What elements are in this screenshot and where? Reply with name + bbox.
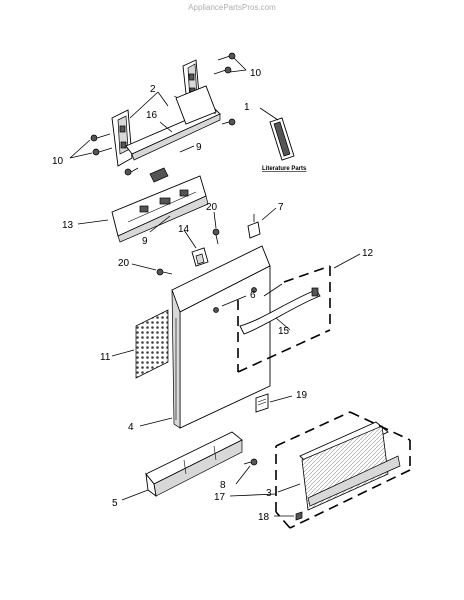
screw-10-left-a: [90, 133, 111, 142]
literature-parts-label: Literature Parts: [262, 166, 307, 172]
callout-8: 8: [220, 480, 226, 491]
screw-18: [295, 511, 303, 521]
kick-plate: [299, 421, 401, 511]
screw-8: [243, 458, 258, 466]
kick-plate-dashed-outline: [275, 411, 411, 529]
bottom-bracket: [145, 431, 243, 498]
callout-20-upper: 20: [206, 202, 218, 213]
callout-13: 13: [62, 220, 74, 231]
callout-1: 1: [244, 102, 250, 113]
callout-16: 16: [146, 110, 158, 121]
literature-booklet: [269, 117, 295, 161]
screw-9-rail-a: [221, 118, 236, 126]
door-panel: [171, 245, 271, 429]
callout-19: 19: [296, 390, 308, 401]
callout-7: 7: [278, 202, 284, 213]
insulation-pad: [135, 309, 169, 379]
door-handle: [239, 287, 321, 335]
callout-10-left: 10: [52, 156, 64, 167]
callout-11: 11: [100, 352, 111, 363]
screw-20-upper: [212, 228, 220, 245]
warning-label: [255, 393, 269, 413]
callout-2: 2: [150, 84, 156, 95]
screw-10-left-b: [92, 147, 113, 156]
watermark: AppliancePartsPros.com: [188, 3, 276, 12]
callout-10-top: 10: [250, 68, 262, 79]
screw-10-top-a: [217, 52, 236, 61]
handle-dashed-outline: [237, 265, 331, 373]
callout-15: 15: [278, 326, 290, 337]
callout-3: 3: [266, 488, 272, 499]
callout-4: 4: [128, 422, 134, 433]
screw-9-rail-b: [124, 167, 139, 176]
screw-20-lower: [156, 268, 173, 276]
callout-12: 12: [362, 248, 374, 259]
callout-14: 14: [178, 224, 190, 235]
callout-9-rail: 9: [196, 142, 202, 153]
callout-20-lower: 20: [118, 258, 130, 269]
screw-10-top-b: [213, 66, 232, 75]
callout-5: 5: [112, 498, 118, 509]
latch-part: [247, 214, 261, 239]
control-module: [111, 167, 209, 243]
mounting-bracket-left: [111, 109, 133, 167]
callout-6: 6: [250, 290, 256, 301]
callout-9-panel: 9: [142, 236, 148, 247]
callout-17: 17: [214, 492, 226, 503]
callout-18: 18: [258, 512, 270, 523]
support-rail: [125, 85, 221, 161]
leader-lines: [69, 57, 361, 517]
hinge-clip: [191, 247, 209, 267]
